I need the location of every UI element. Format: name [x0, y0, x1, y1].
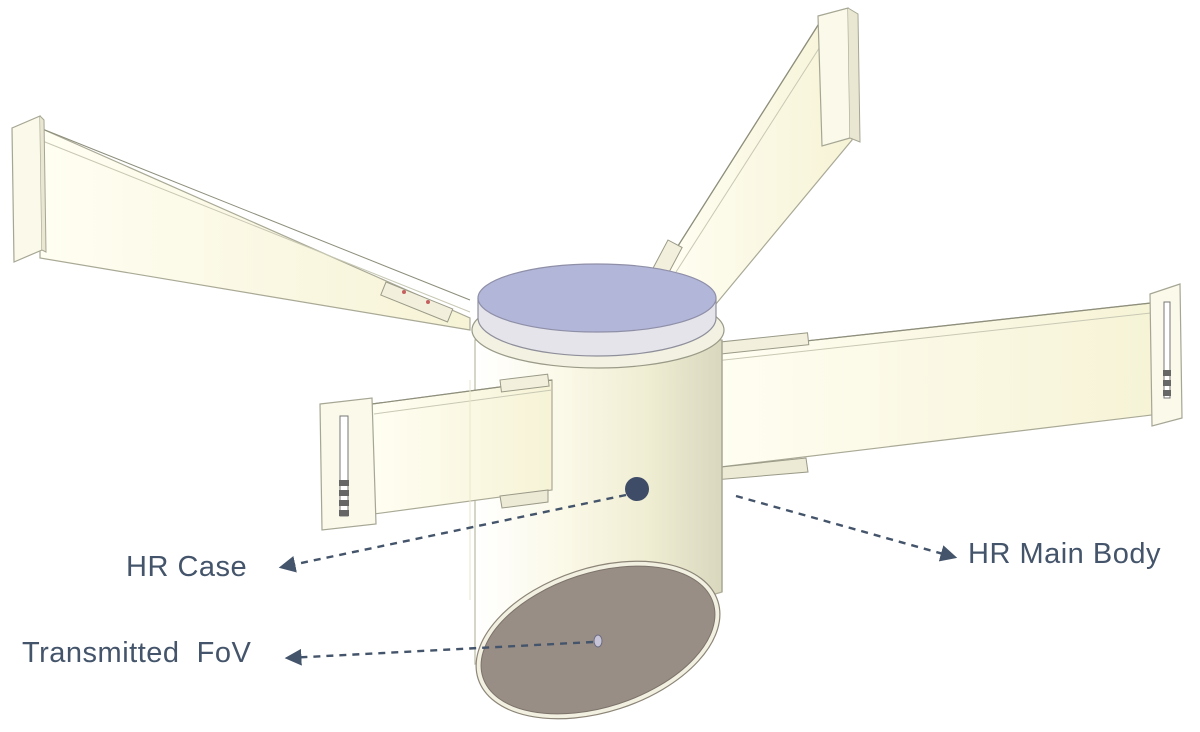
label-hr-case: HR Case — [126, 551, 247, 583]
transmitted-fov-disk — [475, 560, 721, 720]
arm-front-left — [371, 373, 553, 515]
end-cap-front-right — [1149, 283, 1183, 427]
end-cap-front-left — [319, 397, 377, 531]
label-transmitted-fov: Transmitted FoV — [22, 637, 251, 669]
label-hr-main-body: HR Main Body — [968, 538, 1161, 570]
arm-front-right — [705, 301, 1161, 481]
hr-case-marker — [625, 477, 649, 501]
arm-back-left — [39, 127, 471, 331]
arrow-hr-case — [278, 493, 627, 573]
arrow-hr-main-body — [735, 494, 958, 562]
end-cap-back-right — [817, 7, 861, 147]
top-lid — [471, 263, 725, 369]
end-cap-back-left — [11, 115, 47, 263]
